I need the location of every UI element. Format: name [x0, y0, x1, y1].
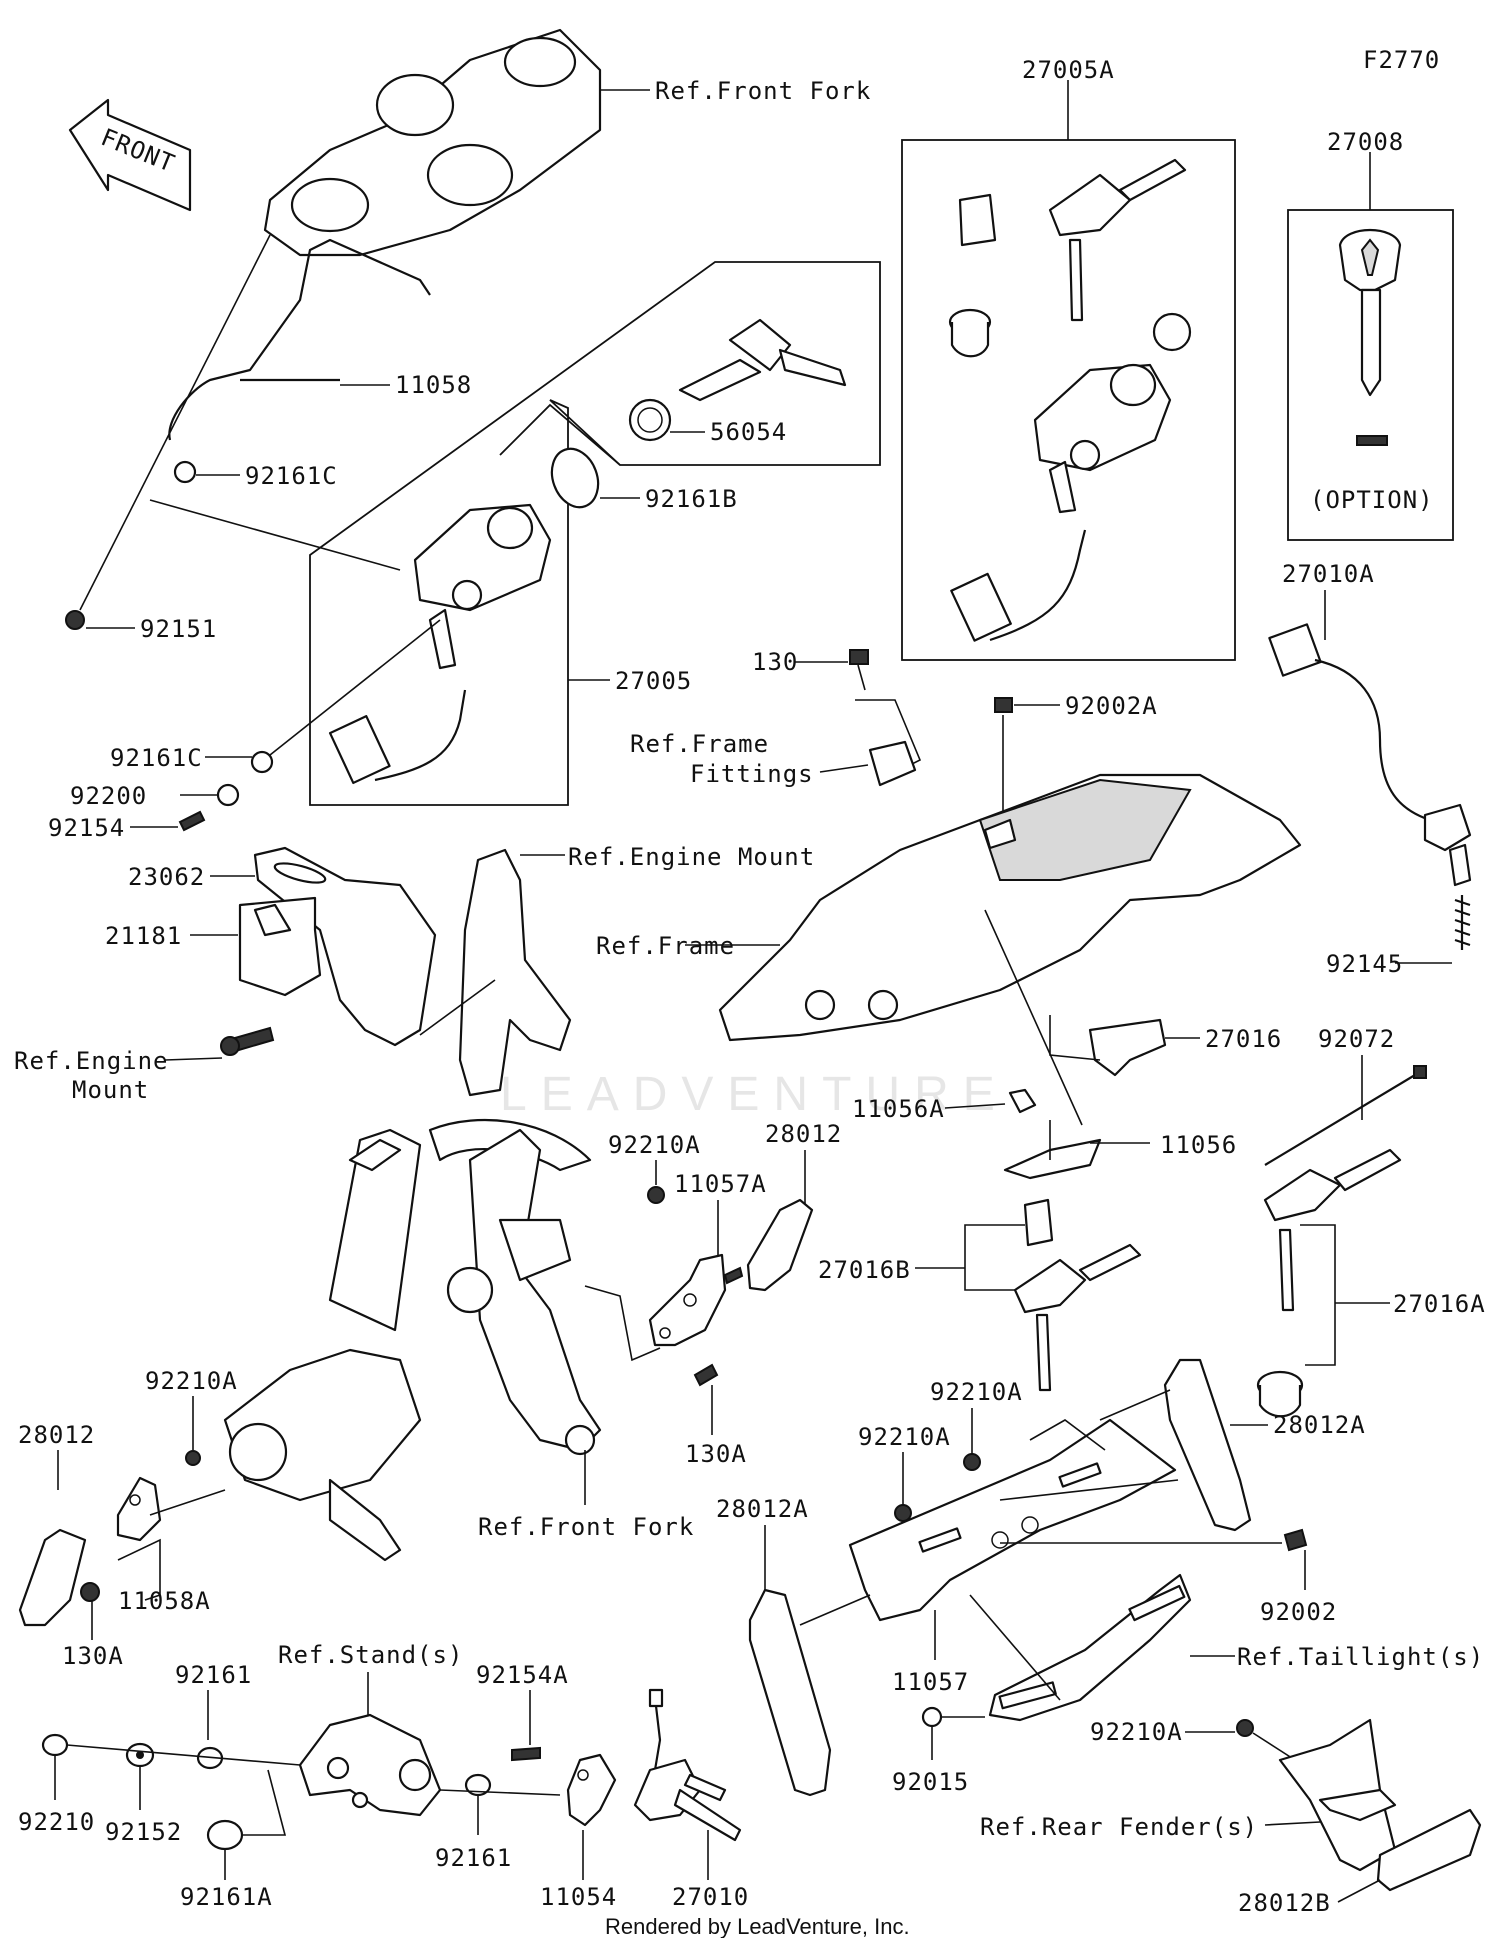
label-92210: 92210	[18, 1808, 95, 1836]
label-92152: 92152	[105, 1818, 182, 1846]
label-11058: 11058	[395, 371, 472, 399]
label-92002a: 92002A	[1065, 692, 1158, 720]
stand-bracket-ref	[298, 1713, 442, 1817]
ignition-key-a	[678, 318, 847, 402]
label-27005a: 27005A	[1022, 56, 1115, 84]
label-11057a: 11057A	[674, 1170, 767, 1198]
label-11058a: 11058A	[118, 1587, 211, 1615]
label-130a-mid: 130A	[685, 1440, 747, 1468]
label-27016b: 27016B	[818, 1256, 911, 1284]
label-92161c-bottom: 92161C	[110, 744, 203, 772]
label-28012-mid: 28012	[765, 1120, 842, 1148]
label-92161-bottom: 92161	[435, 1844, 512, 1872]
label-option: (OPTION)	[1310, 486, 1434, 514]
label-27010: 27010	[672, 1883, 749, 1911]
label-92210a-r1: 92210A	[930, 1378, 1023, 1406]
rear-fender-ref	[1278, 1718, 1482, 1892]
label-92210a-r3: 92210A	[1090, 1718, 1183, 1746]
sidestand-switch-27010	[633, 1688, 742, 1842]
ignition-switch-27005	[413, 503, 552, 670]
label-27016: 27016	[1205, 1025, 1282, 1053]
label-92210a-left: 92210A	[145, 1367, 238, 1395]
label-ref-frame-fittings-1: Ref.Frame	[630, 730, 769, 758]
label-92072: 92072	[1318, 1025, 1395, 1053]
label-92210a-r2: 92210A	[858, 1423, 951, 1451]
upper-triple-clamp	[263, 28, 602, 257]
label-ref-taillight: Ref.Taillight(s)	[1237, 1643, 1484, 1671]
ignition-set-27005a	[948, 158, 1192, 642]
render-credit: Rendered by LeadVenture, Inc.	[605, 1914, 910, 1938]
label-56054: 56054	[710, 418, 787, 446]
label-27010a: 27010A	[1282, 560, 1375, 588]
sidestand-switch-cable-27010a	[1268, 623, 1472, 950]
label-92200: 92200	[70, 782, 147, 810]
label-28012a-left: 28012A	[716, 1495, 809, 1523]
label-ref-front-fork-bottom: Ref.Front Fork	[478, 1513, 694, 1541]
label-92145: 92145	[1326, 950, 1403, 978]
label-ref-engine-mount-top: Ref.Engine Mount	[568, 843, 815, 871]
frame-ref	[718, 773, 1302, 1042]
watermark: LEADVENTURE	[500, 1068, 1009, 1121]
front-fork-ref	[223, 1118, 602, 1562]
label-92154a: 92154A	[476, 1661, 569, 1689]
label-27005: 27005	[615, 667, 692, 695]
label-130-top: 130	[752, 648, 798, 676]
label-ref-engine-mount-1: Ref.Engine	[14, 1047, 169, 1075]
label-92002: 92002	[1260, 1598, 1337, 1626]
label-ref-stands: Ref.Stand(s)	[278, 1641, 463, 1669]
label-28012b: 28012B	[1238, 1889, 1331, 1917]
label-28012a-right: 28012A	[1273, 1411, 1366, 1439]
label-11056: 11056	[1160, 1131, 1237, 1159]
label-28012-left: 28012	[18, 1421, 95, 1449]
license-bracket-11057	[848, 1418, 1192, 1722]
label-92161c-top: 92161C	[245, 462, 338, 490]
label-27016a: 27016A	[1393, 1290, 1486, 1318]
label-92161-top: 92161	[175, 1661, 252, 1689]
diagram-code: F2770	[1363, 46, 1440, 74]
label-23062: 23062	[128, 863, 205, 891]
label-92154: 92154	[48, 814, 125, 842]
label-11054: 11054	[540, 1883, 617, 1911]
label-ref-rear-fender: Ref.Rear Fender(s)	[980, 1813, 1258, 1841]
label-130a-left: 130A	[62, 1642, 124, 1670]
label-92151: 92151	[140, 615, 217, 643]
label-11056a: 11056A	[852, 1095, 945, 1123]
label-ref-frame: Ref.Frame	[596, 932, 735, 960]
label-92015: 92015	[892, 1768, 969, 1796]
label-92161a: 92161A	[180, 1883, 273, 1911]
label-ref-engine-mount-2: Mount	[72, 1076, 149, 1104]
label-ref-frame-fittings-2: Fittings	[690, 760, 814, 788]
key-27008	[1338, 228, 1402, 446]
label-ref-front-fork-top: Ref.Front Fork	[655, 77, 871, 105]
label-21181: 21181	[105, 922, 182, 950]
label-92161b: 92161B	[645, 485, 738, 513]
label-11057: 11057	[892, 1668, 969, 1696]
label-27008: 27008	[1327, 128, 1404, 156]
front-arrow-icon: FRONT	[68, 98, 192, 212]
label-92210a-mid: 92210A	[608, 1131, 701, 1159]
